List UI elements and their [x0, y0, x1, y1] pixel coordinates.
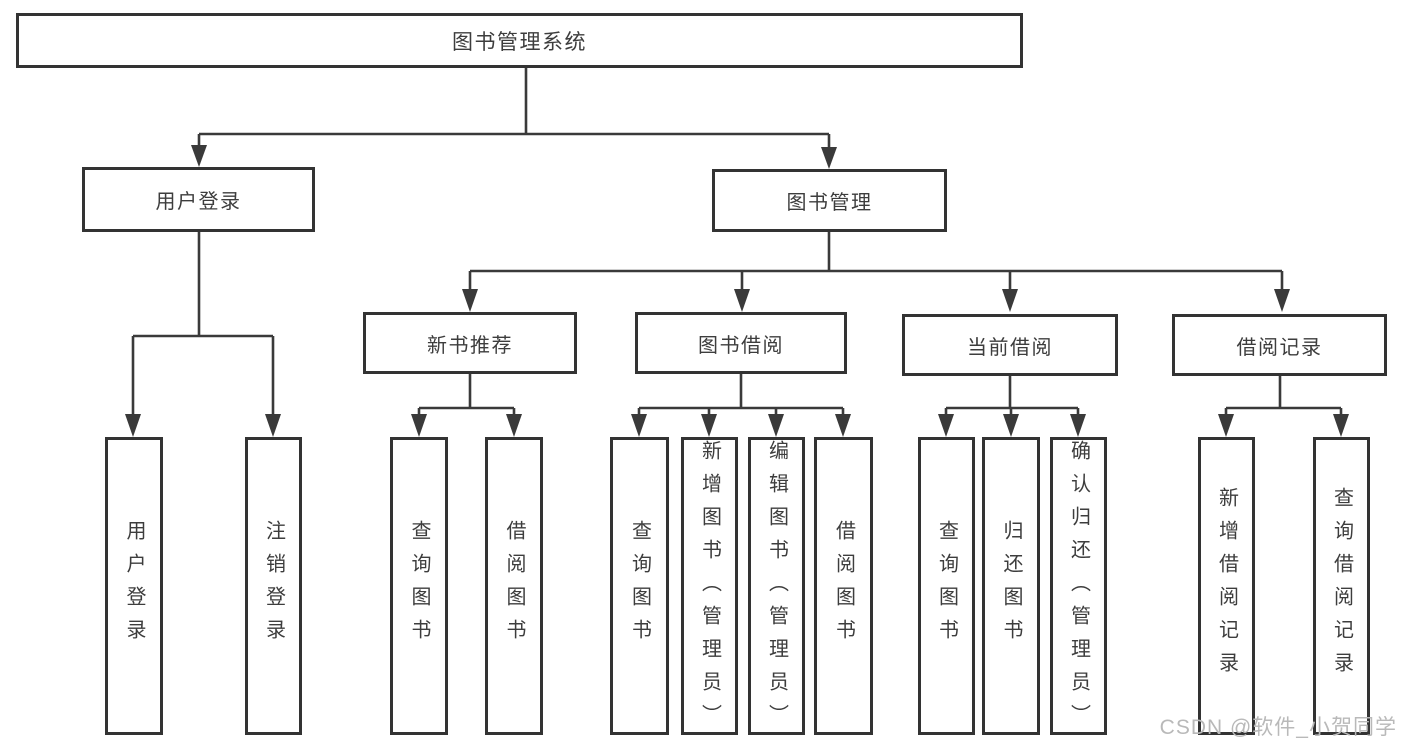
- leaf-user-login: 用户登录: [105, 437, 163, 735]
- leaf-borrow-edit-book-admin-label: 编辑图书（管理员）: [765, 440, 788, 737]
- node-user-login: 用户登录: [82, 167, 315, 232]
- leaf-current-confirm-return-admin: 确认归还（管理员）: [1050, 437, 1107, 737]
- leaf-newrec-borrow-book: 借阅图书: [485, 437, 543, 735]
- node-borrow-record: 借阅记录: [1172, 314, 1387, 376]
- csdn-watermark: CSDN @软件_小贺同学: [1159, 716, 1397, 739]
- leaf-current-return-book: 归还图书: [982, 437, 1040, 735]
- leaf-current-query-book-label: 查询图书: [935, 520, 958, 652]
- node-borrow-record-label: 借阅记录: [1236, 336, 1323, 359]
- leaf-newrec-query-book-label: 查询图书: [408, 520, 430, 652]
- leaf-newrec-borrow-book-label: 借阅图书: [503, 520, 525, 652]
- leaf-borrow-borrow-book: 借阅图书: [814, 437, 873, 735]
- leaf-borrow-edit-book-admin: 编辑图书（管理员）: [748, 437, 805, 737]
- node-book-borrow: 图书借阅: [635, 312, 847, 374]
- leaf-borrow-query-book: 查询图书: [610, 437, 669, 735]
- leaf-newrec-query-book: 查询图书: [390, 437, 448, 735]
- node-book-borrow-label: 图书借阅: [698, 334, 784, 357]
- leaf-borrow-add-book-admin-label: 新增图书（管理员）: [698, 440, 721, 737]
- leaf-borrow-borrow-book-label: 借阅图书: [832, 520, 855, 652]
- leaf-current-return-book-label: 归还图书: [1000, 520, 1022, 652]
- leaf-user-login-label: 用户登录: [123, 520, 145, 652]
- node-current-borrow: 当前借阅: [902, 314, 1118, 376]
- leaf-record-add-record-label: 新增借阅记录: [1215, 487, 1238, 685]
- node-user-login-label: 用户登录: [155, 191, 242, 213]
- node-library-system: 图书管理系统: [16, 13, 1023, 68]
- node-new-book-recommend-label: 新书推荐: [427, 334, 513, 357]
- node-current-borrow-label: 当前借阅: [967, 336, 1053, 359]
- leaf-logout-label: 注销登录: [262, 520, 285, 652]
- leaf-record-add-record: 新增借阅记录: [1198, 437, 1255, 735]
- node-library-system-label: 图书管理系统: [452, 30, 587, 54]
- leaf-current-query-book: 查询图书: [918, 437, 975, 735]
- leaf-current-confirm-return-admin-label: 确认归还（管理员）: [1067, 440, 1090, 737]
- leaf-borrow-add-book-admin: 新增图书（管理员）: [681, 437, 738, 737]
- node-new-book-recommend: 新书推荐: [363, 312, 577, 374]
- node-book-management: 图书管理: [712, 169, 947, 232]
- node-book-management-label: 图书管理: [786, 192, 873, 214]
- leaf-record-query-record: 查询借阅记录: [1313, 437, 1370, 735]
- leaf-logout: 注销登录: [245, 437, 302, 735]
- leaf-record-query-record-label: 查询借阅记录: [1330, 487, 1353, 685]
- leaf-borrow-query-book-label: 查询图书: [628, 520, 651, 652]
